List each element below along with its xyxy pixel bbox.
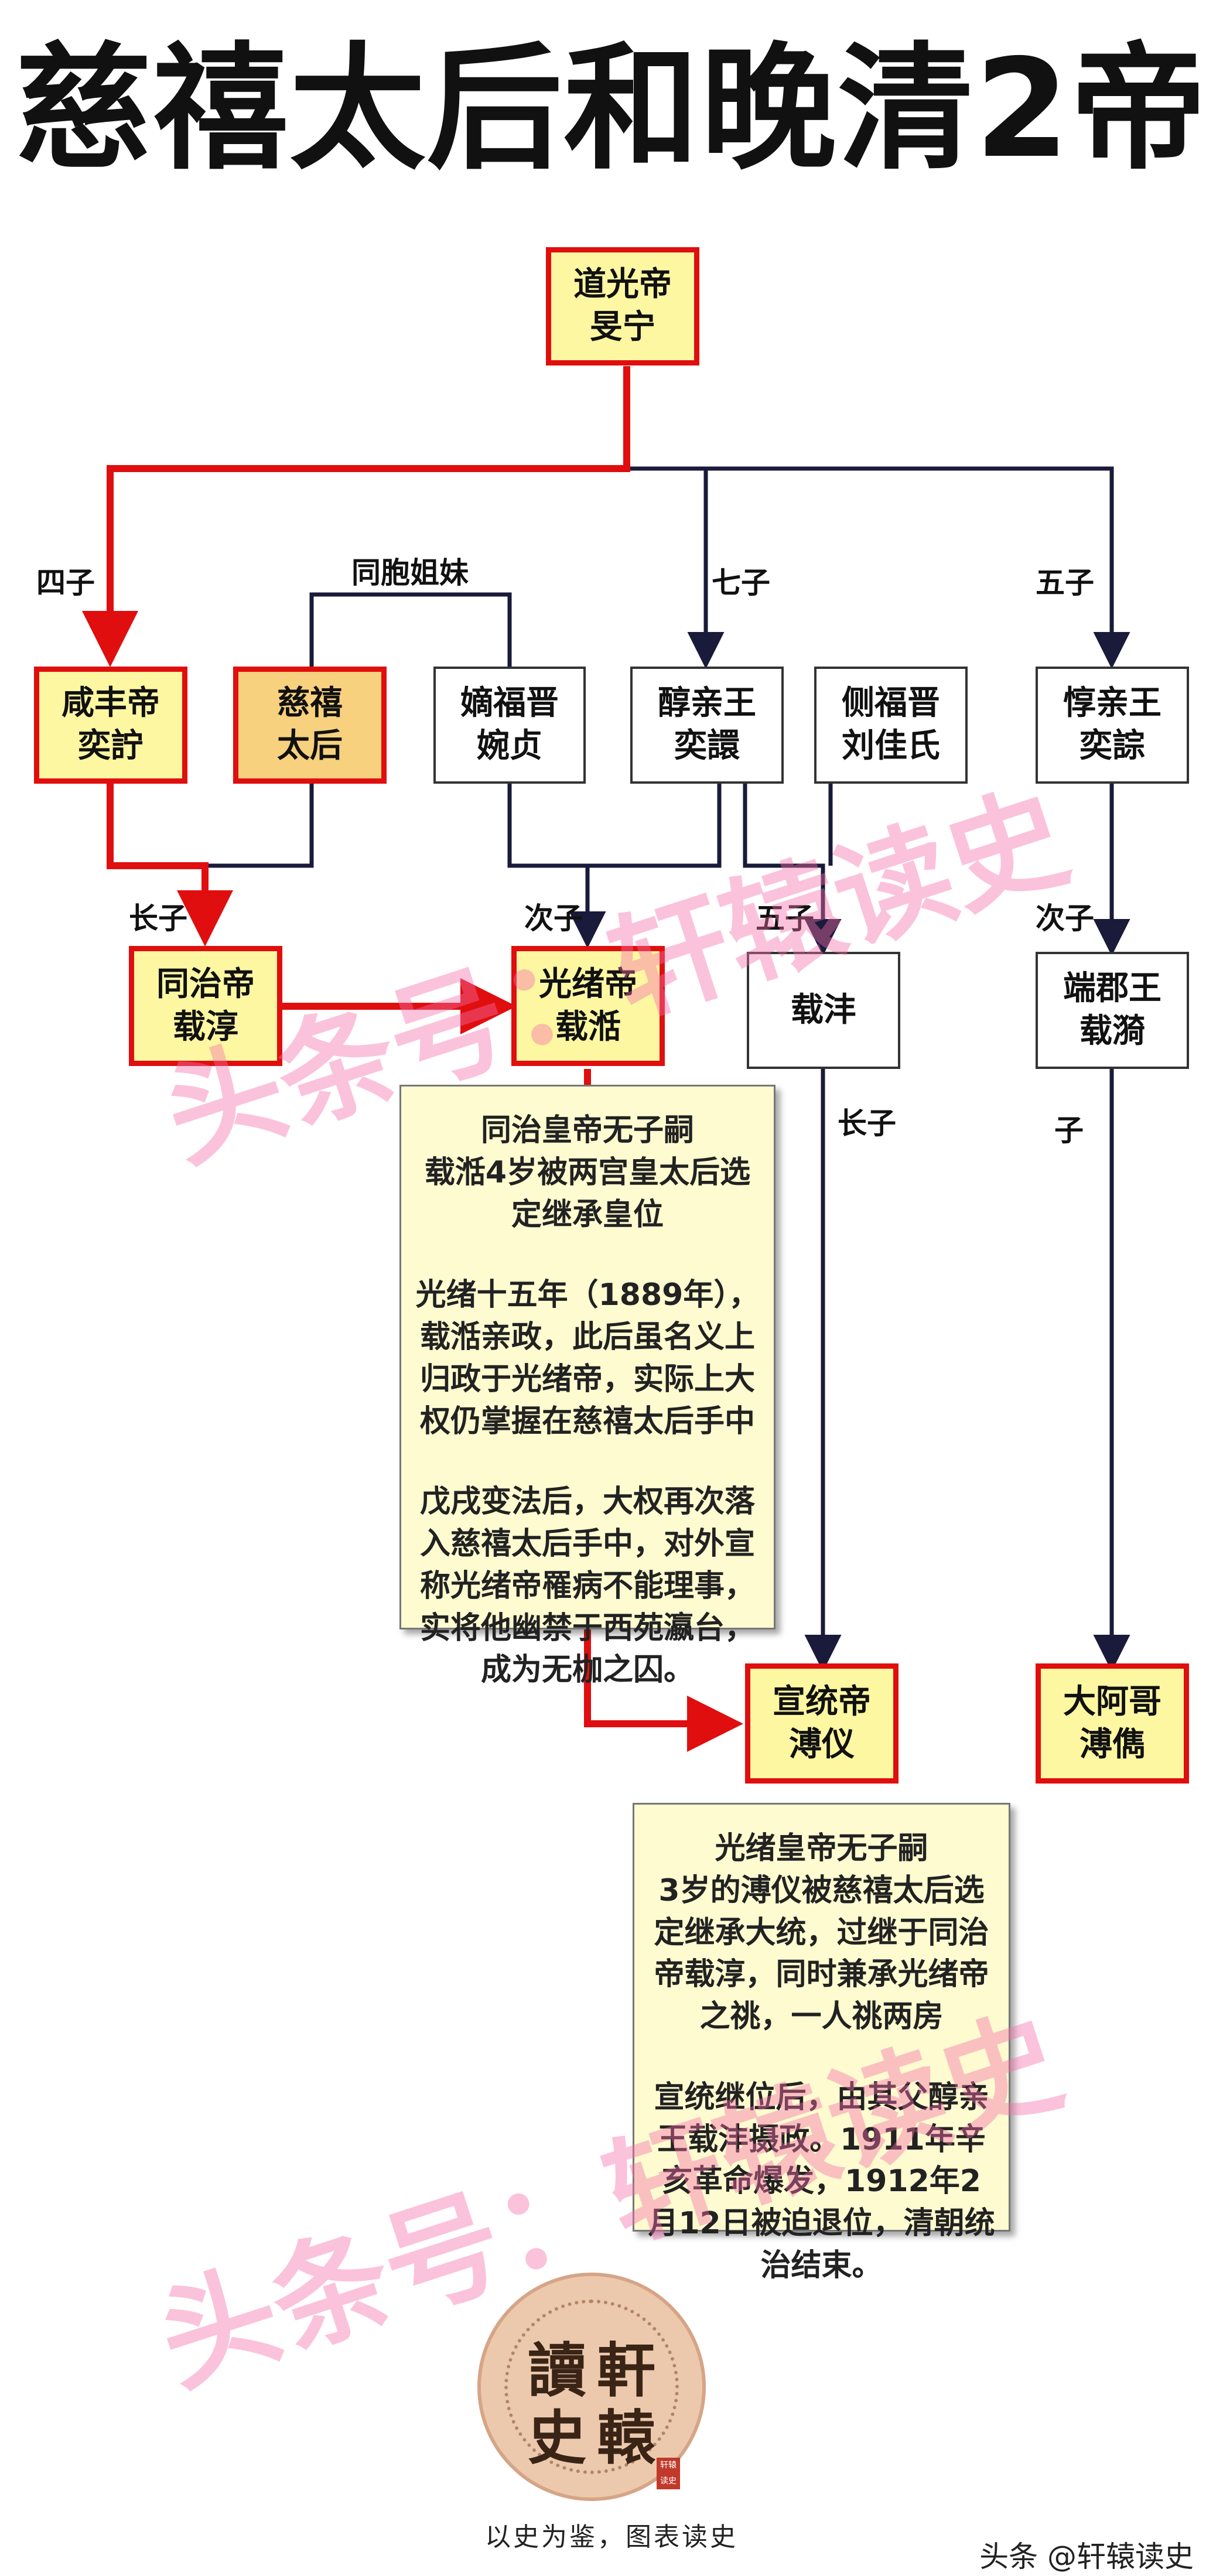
node-difujin-title: 嫡福晋 [460, 684, 559, 723]
connector-xianfeng-to-tongzhi [107, 784, 233, 947]
note-guangxu-p1: 同治皇帝无子嗣 载湉4岁被两宫皇太后选定继承皇位 [424, 1113, 751, 1232]
node-xianfeng: 咸丰帝 奕詝 [34, 667, 187, 784]
node-dage-name: 溥儁 [1079, 1725, 1145, 1764]
node-zaifeng: 载沣 [747, 952, 900, 1069]
node-xuantong-name: 溥仪 [789, 1725, 855, 1764]
label-sizi: 四子 [36, 566, 95, 600]
label-sisters: 同胞姐妹 [351, 556, 469, 590]
node-dage: 大阿哥 溥儁 [1036, 1663, 1189, 1784]
node-dunqin: 惇亲王 奕誴 [1036, 667, 1189, 784]
node-guangxu: 光绪帝 载湉 [511, 946, 665, 1066]
node-tongzhi-name: 载淳 [173, 1007, 238, 1046]
note-guangxu-p2: 光绪十五年（1889年），载湉亲政，此后虽名义上归政于光绪帝，实际上大权仍掌握在… [415, 1277, 760, 1439]
node-cefujin: 侧福晋 刘佳氏 [814, 667, 968, 784]
note-xuantong-p2: 宣统继位后，由其父醇亲王载沣摄政。1911年辛亥革命爆发，1912年2月12日被… [648, 2079, 995, 2283]
author-credit: 头条 @轩辕读史 [979, 2540, 1194, 2574]
label-cizi-2: 次子 [1036, 901, 1094, 935]
seal-logo: 讀 軒 史 轅 轩辕读史 [477, 2273, 706, 2501]
node-duanjun-name: 载漪 [1079, 1012, 1145, 1050]
node-daoguang-title: 道光帝 [573, 265, 672, 304]
note-guangxu-p3: 戊戌变法后，大权再次落入慈禧太后手中，对外宣称光绪帝罹病不能理事，实将他幽禁于西… [419, 1484, 755, 1688]
connector-chunqin-to-zaifeng [743, 784, 842, 956]
node-guangxu-title: 光绪帝 [539, 965, 637, 1003]
node-dunqin-name: 奕誴 [1079, 727, 1145, 765]
seal-char-4: 轅 [597, 2403, 655, 2472]
node-chunqin: 醇亲王 奕譞 [630, 667, 784, 784]
label-qizi: 七子 [712, 566, 770, 600]
connector-daoguang-to-sons [627, 466, 1130, 669]
label-wuzi-top: 五子 [1036, 566, 1094, 600]
node-cefujin-title: 侧福晋 [842, 684, 940, 723]
label-zhangzi-2: 长子 [838, 1106, 896, 1140]
connector-difujin-to-guangxu [507, 784, 606, 948]
node-chunqin-name: 奕譞 [674, 727, 740, 765]
node-difujin: 嫡福晋 婉贞 [433, 667, 586, 784]
node-dage-title: 大阿哥 [1063, 1682, 1161, 1721]
node-tongzhi-title: 同治帝 [156, 965, 255, 1003]
node-xianfeng-name: 奕詝 [78, 727, 144, 765]
node-xianfeng-title: 咸丰帝 [62, 684, 160, 723]
note-xuantong-p1: 光绪皇帝无子嗣 3岁的溥仪被慈禧太后选定继承大统，过继于同治帝载淳，同时兼承光绪… [654, 1831, 989, 2034]
node-guangxu-name: 载湉 [555, 1007, 621, 1046]
node-zaifeng-name: 载沣 [791, 990, 856, 1029]
node-xuantong: 宣统帝 溥仪 [745, 1663, 899, 1784]
page-title: 慈禧太后和晚清2帝 [15, 30, 1208, 188]
node-cixi: 慈禧 太后 [233, 667, 387, 784]
label-zhangzi-1: 长子 [129, 901, 187, 935]
node-cixi-line1: 慈禧 [277, 684, 343, 723]
node-cefujin-name: 刘佳氏 [842, 727, 940, 765]
connector-cixi-to-tongzhi [205, 784, 314, 868]
node-dunqin-title: 惇亲王 [1063, 684, 1161, 723]
connector-daoguang-to-xianfeng [82, 366, 630, 667]
note-guangxu: 同治皇帝无子嗣 载湉4岁被两宫皇太后选定继承皇位 光绪十五年（1889年），载湉… [399, 1085, 776, 1687]
node-xuantong-title: 宣统帝 [773, 1682, 871, 1721]
seal-char-1: 讀 [528, 2336, 586, 2405]
node-duanjun-title: 端郡王 [1063, 969, 1161, 1008]
slogan: 以史为鉴，图表读史 [485, 2522, 738, 2552]
seal-char-3: 史 [528, 2403, 586, 2472]
label-cizi-1: 次子 [524, 901, 583, 935]
node-daoguang-name: 旻宁 [590, 308, 655, 346]
note-xuantong: 光绪皇帝无子嗣 3岁的溥仪被慈禧太后选定继承大统，过继于同治帝载淳，同时兼承光绪… [633, 1803, 1010, 2283]
label-zi: 子 [1054, 1113, 1084, 1147]
seal-ring [504, 2300, 679, 2474]
node-tongzhi: 同治帝 载淳 [129, 946, 282, 1066]
node-cixi-line2: 太后 [277, 727, 343, 765]
node-daoguang: 道光帝 旻宁 [546, 247, 699, 365]
seal-stamp: 轩辕读史 [657, 2458, 680, 2489]
node-chunqin-title: 醇亲王 [658, 684, 756, 723]
node-difujin-name: 婉贞 [477, 727, 542, 765]
connector-chunqin-to-guangxu [587, 784, 722, 868]
node-duanjun: 端郡王 载漪 [1036, 952, 1189, 1069]
label-wuzi-2: 五子 [756, 901, 814, 935]
seal-char-2: 軒 [597, 2336, 655, 2405]
